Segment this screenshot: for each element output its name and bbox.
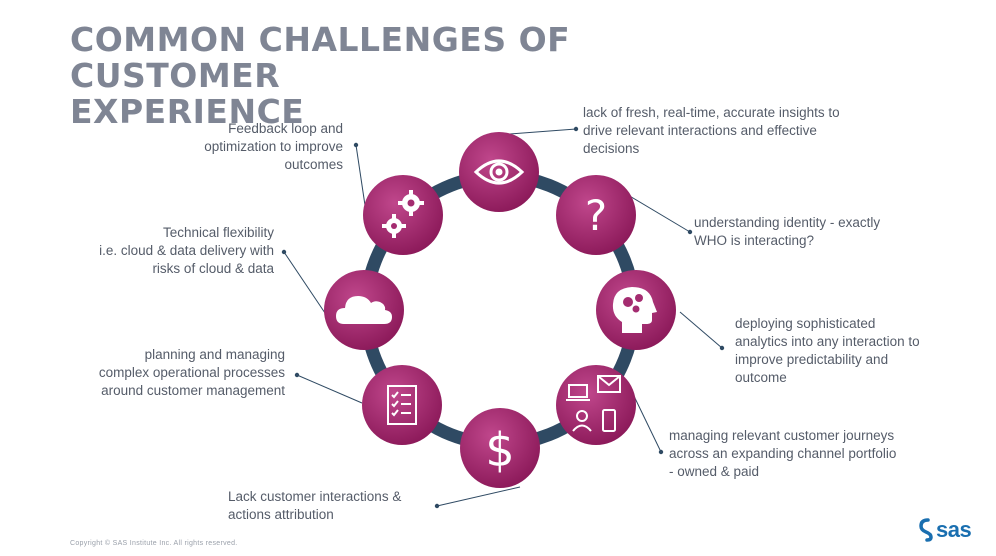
label-dollar-line-2: actions attribution — [228, 507, 334, 522]
label-eye-line-3: decisions — [583, 141, 640, 156]
cloud-icon — [336, 296, 392, 324]
label-question-line-2: WHO is interacting? — [694, 233, 815, 248]
connector-gears — [355, 144, 367, 213]
dollar-icon: $ — [485, 423, 514, 477]
label-eye-line-1: lack of fresh, real-time, accurate insig… — [583, 105, 840, 120]
label-head-line-2: analytics into any interaction to — [735, 334, 920, 349]
label-head-line-1: deploying sophisticated — [735, 316, 876, 331]
devices-icon — [566, 375, 621, 432]
label-gears-line-3: outcomes — [284, 157, 343, 172]
connector-dot-head — [719, 345, 725, 351]
page-title-line-1: COMMON CHALLENGES OF CUSTOMER — [70, 20, 571, 95]
checklist-icon — [387, 385, 417, 425]
eye-icon — [473, 159, 525, 185]
label-head-line-3: improve predictability and — [735, 352, 889, 367]
page-title: COMMON CHALLENGES OF CUSTOMER EXPERIENCE — [70, 22, 790, 130]
connector-dot-gears — [353, 142, 359, 148]
label-dollar: Lack customer interactions & actions att… — [228, 488, 458, 524]
connector-dot-cloud — [281, 249, 287, 255]
connector-checklist — [296, 374, 363, 404]
head-gears-icon — [612, 287, 657, 333]
node-head — [596, 270, 676, 350]
label-cloud-line-2: i.e. cloud & data delivery with — [99, 243, 274, 258]
node-cloud — [324, 270, 404, 350]
label-devices-line-1: managing relevant customer journeys — [669, 428, 895, 443]
sas-logo-mark — [919, 518, 933, 542]
label-head: deploying sophisticated analytics into a… — [735, 315, 985, 387]
label-head-line-4: outcome — [735, 370, 787, 385]
label-gears-line-2: optimization to improve — [204, 139, 343, 154]
copyright-notice: Copyright © SAS Institute Inc. All right… — [70, 540, 238, 547]
connector-dot-eye — [573, 126, 579, 132]
label-checklist-line-3: around customer management — [101, 383, 285, 398]
label-eye-line-2: drive relevant interactions and effectiv… — [583, 123, 817, 138]
connector-cloud — [283, 251, 326, 314]
label-checklist-line-2: complex operational processes — [98, 365, 285, 380]
question-mark-icon: ? — [585, 191, 607, 240]
label-gears-line-1: Feedback loop and — [228, 121, 343, 136]
sas-logo — [919, 518, 933, 542]
page-title-line-2: EXPERIENCE — [70, 92, 305, 131]
label-checklist-line-1: planning and managing — [144, 347, 285, 362]
label-cloud-line-1: Technical flexibility — [162, 225, 274, 240]
label-checklist: planning and managing complex operationa… — [40, 346, 285, 400]
label-devices-line-2: across an expanding channel portfolio — [669, 446, 897, 461]
label-cloud-line-3: risks of cloud & data — [152, 261, 274, 276]
node-devices — [556, 365, 636, 445]
node-dollar: $ — [460, 408, 540, 488]
connector-dot-dollar — [434, 503, 440, 509]
connector-dot-question — [687, 229, 693, 235]
node-eye — [459, 132, 539, 212]
connector-question — [627, 194, 691, 233]
connector-devices — [631, 391, 662, 453]
connector-dollar — [436, 486, 521, 507]
label-dollar-line-1: Lack customer interactions & — [228, 489, 402, 504]
label-devices: managing relevant customer journeys acro… — [669, 427, 959, 481]
gears-icon — [382, 190, 424, 238]
node-gears — [363, 175, 443, 255]
label-eye: lack of fresh, real-time, accurate insig… — [583, 104, 903, 158]
node-checklist — [362, 365, 442, 445]
connector-head — [679, 311, 723, 349]
label-question: understanding identity - exactly WHO is … — [694, 214, 944, 250]
label-devices-line-3: - owned & paid — [669, 464, 760, 479]
label-cloud: Technical flexibility i.e. cloud & data … — [40, 224, 274, 278]
label-gears: Feedback loop and optimization to improv… — [140, 120, 343, 174]
sas-logo-text: sas — [936, 517, 972, 542]
connector-dot-devices — [658, 449, 664, 455]
node-question: ? — [556, 175, 636, 255]
connector-dot-checklist — [294, 372, 300, 378]
label-question-line-1: understanding identity - exactly — [694, 215, 881, 230]
connectors — [281, 126, 725, 509]
